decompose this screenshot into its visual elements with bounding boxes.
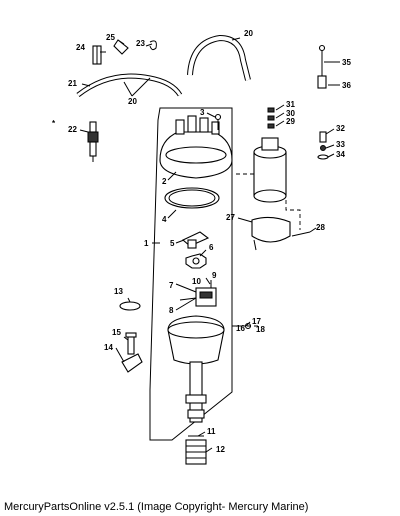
stud-32 [319,131,327,143]
callout-12: 12 [216,445,225,454]
callout-20: 20 [244,29,253,38]
coil-bracket-27 [251,216,291,251]
callout-17: 17 [252,317,261,326]
wire-clip-25 [113,39,129,55]
callout-23: 23 [136,39,145,48]
asterisk-mark: * [52,119,56,128]
wire-terminal-35-36 [317,44,327,89]
callout-15: 15 [112,328,121,337]
distributor-exploded-diagram: 1 2 3 4 5 6 7 8 9 10 11 12 13 14 15 16 1… [52,29,351,465]
callout-13: 13 [114,287,123,296]
spark-plug-22 [87,121,99,162]
hold-down-clamp-14 [121,332,143,373]
leader-lines [79,37,340,453]
callout-11: 11 [207,427,216,436]
callout-31: 31 [286,100,295,109]
callout-30: 30 [286,109,295,118]
callout-33: 33 [336,140,345,149]
callout-27: 27 [226,213,235,222]
gasket-4-inner [168,189,216,207]
callout-4: 4 [162,215,167,224]
callout-labels: 1 2 3 4 5 6 7 8 9 10 11 12 13 14 15 16 1… [68,29,351,454]
callout-22: 22 [68,125,77,134]
gasket-4 [164,187,220,209]
drive-gear-12 [185,439,207,465]
callout-25: 25 [106,33,115,42]
callout-20-wire: 20 [128,97,137,106]
callout-21: 21 [68,79,77,88]
callout-36: 36 [342,81,351,90]
coil-nuts-29-31 [267,107,275,129]
callout-5: 5 [170,239,175,248]
callout-28: 28 [316,223,325,232]
callout-24: 24 [76,43,85,52]
ignition-module-8 [179,287,217,307]
callout-9: 9 [212,271,217,280]
callout-14: 14 [104,343,113,352]
nut-33 [320,145,326,151]
distributor-housing [167,315,225,423]
image-caption: MercuryPartsOnline v2.5.1 (Image Copyrig… [4,501,309,513]
callout-34: 34 [336,150,345,159]
callout-35: 35 [342,58,351,67]
wire-path [285,200,301,230]
callout-29: 29 [286,117,295,126]
callout-16: 16 [236,324,245,333]
reluctor-6 [185,253,207,269]
rotor-5 [181,231,210,249]
callout-18: 18 [256,325,265,334]
callout-1: 1 [144,239,149,248]
ignition-coil [253,137,287,203]
callout-6: 6 [209,243,214,252]
washer-34 [317,154,329,160]
cap-screw-3 [214,113,222,130]
callout-3: 3 [200,108,205,117]
callout-7: 7 [169,281,174,290]
wire-clip-23 [149,40,157,51]
distributor-cap-2 [159,115,233,179]
callout-8: 8 [169,306,174,315]
wire-clip-24 [92,45,102,65]
ignition-wire-20-coil [187,34,251,81]
callout-32: 32 [336,124,345,133]
callout-10: 10 [192,277,201,286]
ignition-wire-21 [76,73,183,97]
callout-2: 2 [162,177,167,186]
bracket-bolt-28 [291,231,311,237]
washer-13 [119,301,141,311]
